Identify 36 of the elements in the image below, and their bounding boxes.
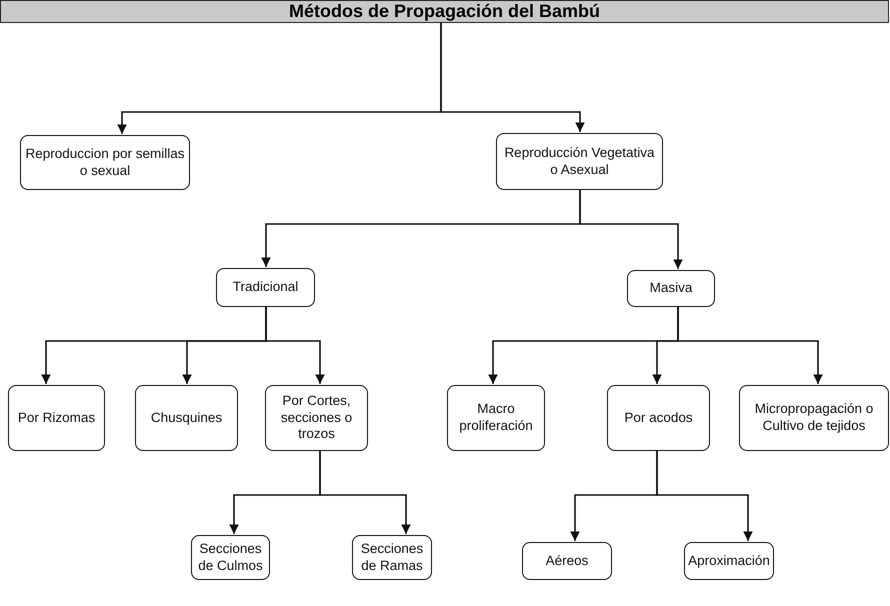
method-box	[607, 385, 710, 451]
method-box	[20, 135, 190, 190]
arrow	[677, 307, 823, 384]
method-box	[447, 385, 545, 451]
method-label: Tradicional	[232, 279, 298, 296]
method-box	[522, 542, 612, 580]
arrow	[265, 307, 325, 384]
method-box	[191, 535, 270, 580]
method-box	[216, 268, 315, 307]
method-label: Aproximación	[688, 552, 770, 570]
method-box	[8, 385, 105, 451]
arrow	[319, 451, 411, 534]
title-band	[0, 0, 889, 23]
method-box	[627, 270, 715, 307]
method-box	[739, 385, 889, 451]
method-label: Secciones de Ramas	[360, 540, 424, 574]
method-label: Micropropagación o Cultivo de tejidos	[754, 401, 874, 435]
method-label: Chusquines	[150, 410, 222, 426]
method-label: Por Cortes, secciones o trozos	[280, 392, 354, 444]
method-box	[265, 385, 368, 451]
method-label: Reproduccion por semillas o sexual	[25, 146, 185, 180]
method-box	[684, 542, 774, 580]
method-label: Secciones de Culmos	[197, 540, 264, 574]
arrow	[656, 451, 753, 541]
method-label: Masiva	[650, 280, 692, 297]
title-text: Métodos de Propagación del Bambú	[288, 1, 600, 22]
method-label: Aéreos	[546, 552, 588, 570]
method-box	[496, 133, 663, 190]
method-label: Reproducción Vegetativa o Asexual	[503, 144, 656, 178]
arrow	[440, 23, 585, 132]
method-label: Por acodos	[624, 410, 693, 426]
arrow	[579, 190, 683, 269]
method-box	[352, 535, 432, 580]
method-label: Por Rizomas	[18, 410, 96, 426]
method-box	[135, 385, 238, 451]
method-label: Macro proliferación	[458, 401, 534, 435]
